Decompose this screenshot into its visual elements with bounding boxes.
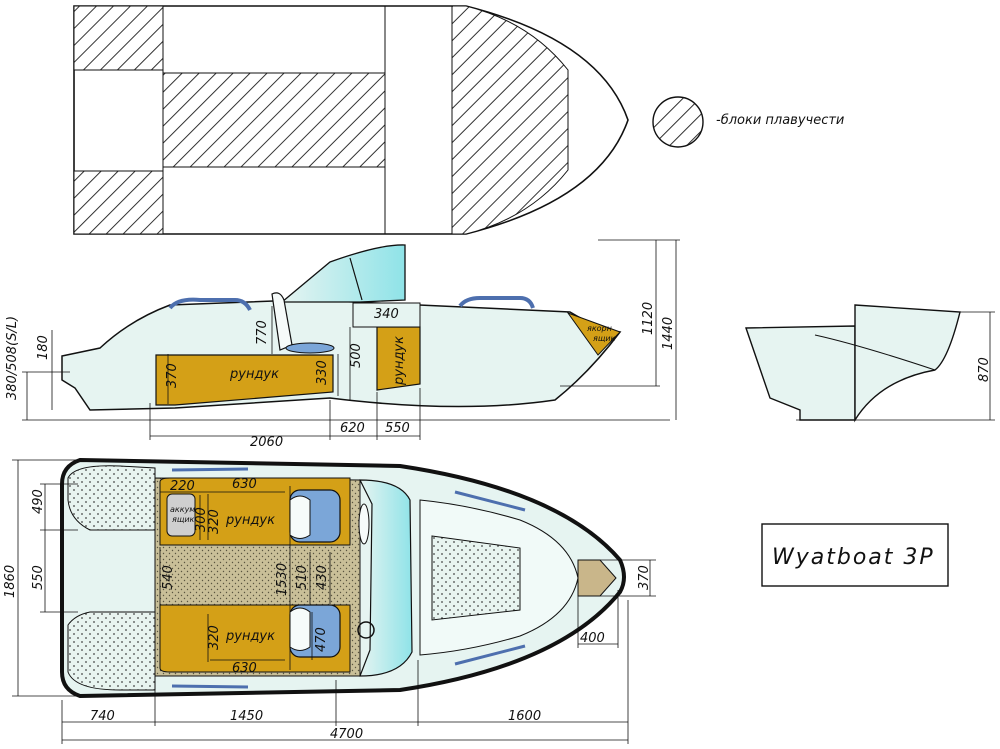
side-anchor-label-1: якорн xyxy=(587,324,612,333)
plan-locker-top-label: рундук xyxy=(225,513,275,528)
plan-dim-470: 470 xyxy=(314,627,329,652)
plan-dim-320-top: 320 xyxy=(207,509,222,534)
profile-chine xyxy=(814,334,936,371)
title-box: Wyatboat 3P xyxy=(761,523,949,587)
side-windshield-frame xyxy=(349,257,363,301)
profile-hull-left xyxy=(745,325,856,421)
buoyancy-plan xyxy=(73,5,629,235)
side-locker-left-label: рундук xyxy=(229,367,279,382)
plan-console-window xyxy=(358,503,370,545)
side-seat-base xyxy=(285,342,335,354)
plan-battery-box xyxy=(166,493,196,537)
plan-rail-stern-bottom xyxy=(171,684,249,689)
side-locker-right-label: рундук xyxy=(392,336,407,386)
plan-dim-1600: 1600 xyxy=(508,709,541,724)
side-rail-bow xyxy=(458,296,535,309)
side-anchor-box xyxy=(566,311,621,356)
side-dim-770: 770 xyxy=(255,320,270,345)
title-text: Wyatboat 3P xyxy=(772,545,935,570)
side-dimension-lines xyxy=(22,239,680,440)
plan-dim-220: 220 xyxy=(170,479,195,494)
plan-dim-550: 550 xyxy=(31,565,46,590)
side-windshield xyxy=(280,244,406,303)
plan-battery-label-1: аккум xyxy=(170,505,195,514)
plan-dim-490: 490 xyxy=(31,489,46,514)
side-hull xyxy=(61,299,622,411)
plan-dim-4700: 4700 xyxy=(330,727,363,742)
plan-view: аккум ящик рундук рундук xyxy=(3,457,656,744)
plan-dim-320-bottom: 320 xyxy=(207,625,222,650)
buoyancy-block-bow xyxy=(451,5,569,235)
side-seat xyxy=(271,292,293,351)
plan-dim-370: 370 xyxy=(637,565,652,590)
legend-label: -блоки плавучести xyxy=(716,113,844,128)
side-dim-330: 330 xyxy=(315,360,330,385)
side-dim-2060: 2060 xyxy=(250,435,283,450)
plan-dim-1860: 1860 xyxy=(3,565,18,598)
plan-rail-bow-top xyxy=(454,490,526,512)
side-dim-500: 500 xyxy=(349,343,364,368)
plan-dim-740: 740 xyxy=(90,709,115,724)
side-dim-620: 620 xyxy=(340,421,365,436)
side-dim-1120: 1120 xyxy=(641,302,656,335)
plan-outer-dimension-lines xyxy=(12,459,656,744)
side-locker-left xyxy=(155,354,334,406)
plan-dim-1530: 1530 xyxy=(275,563,290,596)
side-dim-180: 180 xyxy=(36,335,51,360)
side-anchor-label-2: ящик xyxy=(593,334,616,343)
buoyancy-block-stern-bottom xyxy=(73,170,164,235)
side-view: рундук рундук якорн ящик 380/508 xyxy=(5,239,680,450)
profile-dim-870: 870 xyxy=(977,357,992,382)
plan-inner-dimension-lines xyxy=(159,486,331,670)
plan-dim-300: 300 xyxy=(194,507,209,532)
legend: -блоки плавучести xyxy=(652,96,844,148)
plan-stern-seat-top xyxy=(67,465,156,531)
plan-rail-bow-bottom xyxy=(454,644,526,666)
plan-seat-bottom-back xyxy=(289,607,311,651)
plan-battery-label-2: ящик xyxy=(172,515,195,524)
plan-steering-wheel xyxy=(357,621,375,639)
plan-dim-400: 400 xyxy=(580,631,605,646)
plan-rail-stern-top xyxy=(171,467,249,472)
side-dim-380: 380/508(S/L) xyxy=(5,316,20,400)
side-step xyxy=(352,302,421,328)
profile-view: 870 xyxy=(745,304,995,423)
plan-dim-630-top: 630 xyxy=(232,477,257,492)
plan-dim-630-bottom: 630 xyxy=(232,661,257,676)
side-dim-1440: 1440 xyxy=(661,317,676,350)
profile-hull-right xyxy=(854,304,961,423)
plan-locker-bottom-label: рундук xyxy=(225,629,275,644)
plan-dim-430: 430 xyxy=(315,565,330,590)
legend-hatch-circle xyxy=(652,96,704,148)
plan-dim-510: 510 xyxy=(295,565,310,590)
side-dim-550: 550 xyxy=(385,421,410,436)
buoyancy-block-middle xyxy=(162,72,386,168)
side-rail-stern xyxy=(168,297,252,311)
side-dim-340: 340 xyxy=(374,307,399,322)
plan-dim-540: 540 xyxy=(161,565,176,590)
buoyancy-block-stern-top xyxy=(73,5,164,71)
plan-dim-1450: 1450 xyxy=(230,709,263,724)
title-frame xyxy=(761,523,949,587)
plan-bow-hatch xyxy=(431,535,521,621)
side-dim-370: 370 xyxy=(165,363,180,388)
plan-stern-seat-bottom xyxy=(67,611,156,691)
plan-seat-top-back xyxy=(289,495,311,539)
